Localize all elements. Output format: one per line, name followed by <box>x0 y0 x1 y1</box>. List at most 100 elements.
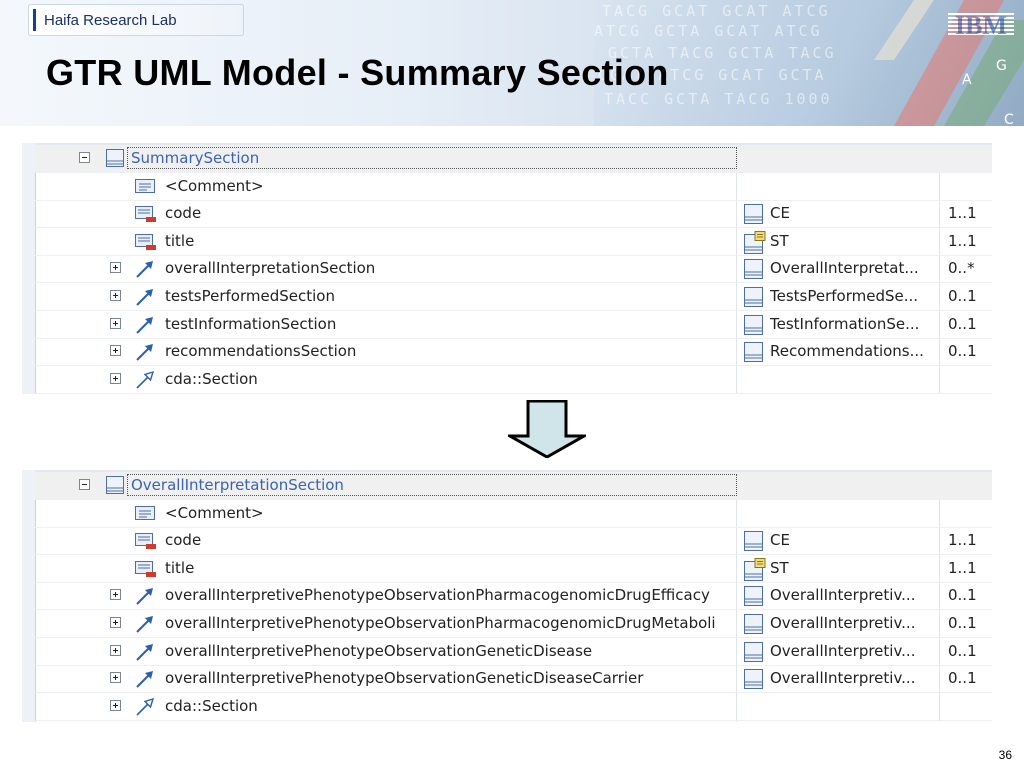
page-number: 36 <box>998 748 1012 762</box>
collapse-toggle-icon[interactable] <box>79 479 90 490</box>
tree-row-name[interactable]: testInformationSection <box>165 314 337 333</box>
expand-toggle-icon[interactable] <box>110 617 121 628</box>
tree-row-type: CE <box>770 204 790 223</box>
expand-toggle-icon[interactable] <box>110 372 121 384</box>
tree-row-multiplicity: 0..1 <box>948 586 977 605</box>
tree-row-type: TestsPerformedSe... <box>770 287 919 305</box>
tree-root-label[interactable]: OverallInterpretationSection <box>127 474 737 496</box>
tree-row-name[interactable]: <Comment> <box>165 176 264 195</box>
tree-row-name[interactable]: overallInterpretivePhenotypeObservationG… <box>165 641 593 660</box>
tree-root-row[interactable]: SummarySection <box>35 145 992 173</box>
comment-icon <box>134 177 156 199</box>
tree-row-name[interactable]: code <box>165 531 202 550</box>
lab-badge: Haifa Research Lab <box>28 4 244 36</box>
class-icon <box>105 148 125 172</box>
tree-row[interactable]: overallInterpretivePhenotypeObservationP… <box>35 610 992 638</box>
tree-row[interactable]: cda::Section <box>35 366 992 394</box>
class-icon <box>105 475 125 499</box>
tree-row[interactable]: cda::Section <box>35 693 992 721</box>
datatype-icon <box>743 230 767 259</box>
tree-row-name[interactable]: recommendationsSection <box>165 342 357 361</box>
attribute-icon <box>134 204 158 228</box>
tree-row-multiplicity: 0..1 <box>948 614 977 632</box>
tree-row[interactable]: overallInterpretivePhenotypeObservationG… <box>35 665 992 694</box>
tree-row-name[interactable]: overallInterpretivePhenotypeObservationG… <box>165 669 644 688</box>
expand-toggle-icon[interactable] <box>110 644 121 656</box>
tree-row-multiplicity: 0..* <box>948 259 975 278</box>
class-icon <box>743 641 765 667</box>
tree-row-multiplicity: 0..1 <box>948 641 977 660</box>
expand-toggle-icon[interactable] <box>110 699 121 711</box>
tree-row-name[interactable]: overallInterpretationSection <box>165 259 376 278</box>
tree-row[interactable]: overallInterpretivePhenotypeObservationP… <box>35 582 992 611</box>
tree-row-type: CE <box>770 531 790 550</box>
tree-row-multiplicity: 1..1 <box>948 531 977 550</box>
expand-toggle-icon[interactable] <box>110 345 121 357</box>
ibm-logo-text: IBM <box>955 11 1007 38</box>
tree-row-name[interactable]: overallInterpretivePhenotypeObservationP… <box>165 586 710 605</box>
down-arrow-icon <box>508 400 586 458</box>
tree-row-name[interactable]: code <box>165 204 202 223</box>
tree-row[interactable]: overallInterpretivePhenotypeObservationG… <box>35 638 992 666</box>
tree-row[interactable]: <Comment> <box>35 173 992 201</box>
association-icon <box>134 287 156 311</box>
tree-row[interactable]: overallInterpretationSection OverallInter… <box>35 255 992 284</box>
helix-letter: G <box>996 58 1007 74</box>
tree-row-multiplicity: 0..1 <box>948 287 977 305</box>
expand-toggle-icon[interactable] <box>110 317 121 329</box>
class-icon <box>743 203 765 229</box>
association-icon <box>134 669 156 693</box>
dna-text-row: CGAT ATCG GCAT GCTA <box>598 66 827 84</box>
multiplicity-column-divider <box>939 143 940 394</box>
datatype-icon <box>743 557 767 586</box>
slide-header: TACG GCAT GCAT ATCG ATCG GCTA GCAT ATCG … <box>0 0 1024 126</box>
tree-row-name[interactable]: overallInterpretivePhenotypeObservationP… <box>165 614 716 632</box>
dna-text-row: GCTA TACG GCTA TACG <box>608 44 837 62</box>
tree-root-label[interactable]: SummarySection <box>127 147 737 169</box>
helix-letter: C <box>1004 112 1014 126</box>
tree-root-row[interactable]: OverallInterpretationSection <box>35 472 992 500</box>
expand-toggle-icon[interactable] <box>110 672 121 684</box>
attribute-icon <box>134 531 158 555</box>
class-icon <box>743 286 765 312</box>
tree-row[interactable]: testsPerformedSection TestsPerformedSe...… <box>35 283 992 311</box>
tree-row-type: OverallInterpretiv... <box>770 669 916 688</box>
tree-row-type: Recommendations... <box>770 342 924 361</box>
tree-row-type: OverallInterpretat... <box>770 259 919 278</box>
tree-row-multiplicity: 1..1 <box>948 558 977 577</box>
dna-text-row: TACC GCTA TACG 1000 <box>604 90 833 108</box>
class-icon <box>743 668 765 694</box>
tree-row-name[interactable]: <Comment> <box>165 503 264 522</box>
lab-name: Haifa Research Lab <box>44 11 177 29</box>
expand-toggle-icon[interactable] <box>110 589 121 601</box>
tree-row-name[interactable]: title <box>165 558 195 577</box>
helix-letter: A <box>962 72 972 88</box>
tree-row-multiplicity: 0..1 <box>948 314 977 333</box>
collapse-toggle-icon[interactable] <box>79 152 90 163</box>
generalization-icon <box>134 697 156 721</box>
dna-text-row: ATCG GCTA GCAT ATCG <box>594 22 823 40</box>
tree-row-name[interactable]: cda::Section <box>165 369 258 388</box>
tree-row-name[interactable]: cda::Section <box>165 696 258 715</box>
class-icon <box>743 258 765 284</box>
tree-row-name[interactable]: testsPerformedSection <box>165 287 335 305</box>
tree-row[interactable]: <Comment> <box>35 500 992 528</box>
tree-row[interactable]: code CE 1..1 <box>35 527 992 556</box>
tree-row-type: OverallInterpretiv... <box>770 641 916 660</box>
generalization-icon <box>134 370 156 394</box>
tree-row-type: OverallInterpretiv... <box>770 614 916 632</box>
tree-row-name[interactable]: title <box>165 231 195 250</box>
multiplicity-column-divider <box>939 470 940 722</box>
tree-row[interactable]: recommendationsSection Recommendations...… <box>35 338 992 367</box>
lab-badge-accent <box>33 9 36 31</box>
expand-toggle-icon[interactable] <box>110 262 121 274</box>
comment-icon <box>134 504 156 526</box>
expand-toggle-icon[interactable] <box>110 290 121 301</box>
tree-row-type: TestInformationSe... <box>770 314 920 333</box>
association-icon <box>134 642 156 666</box>
tree-row[interactable]: testInformationSection TestInformationSe.… <box>35 311 992 339</box>
